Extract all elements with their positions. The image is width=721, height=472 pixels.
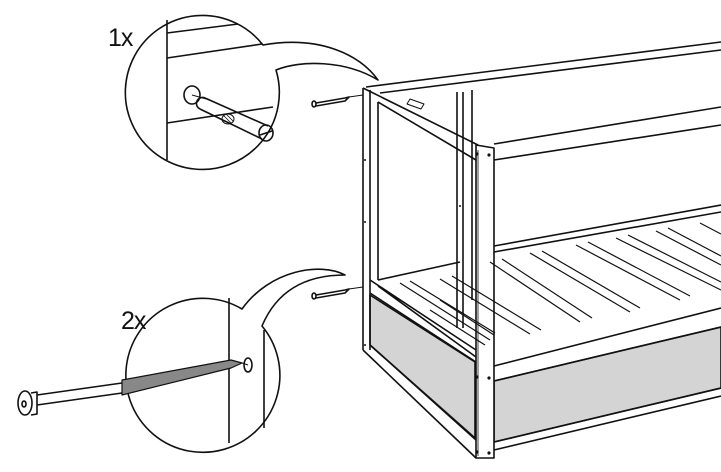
cam-dowel-icon (183, 85, 274, 142)
slats (399, 222, 721, 346)
front-panel (493, 326, 721, 443)
callout-bottom (17, 268, 346, 454)
bed-frame (362, 41, 721, 459)
screw-top-icon (311, 94, 364, 108)
callout-top (124, 14, 379, 171)
side-panel (369, 294, 476, 439)
long-bolt-icon (17, 359, 249, 416)
screw-bottom-icon (311, 286, 364, 300)
quantity-label-dowel: 1x (108, 24, 133, 52)
quantity-label-bolt: 2x (121, 307, 146, 335)
